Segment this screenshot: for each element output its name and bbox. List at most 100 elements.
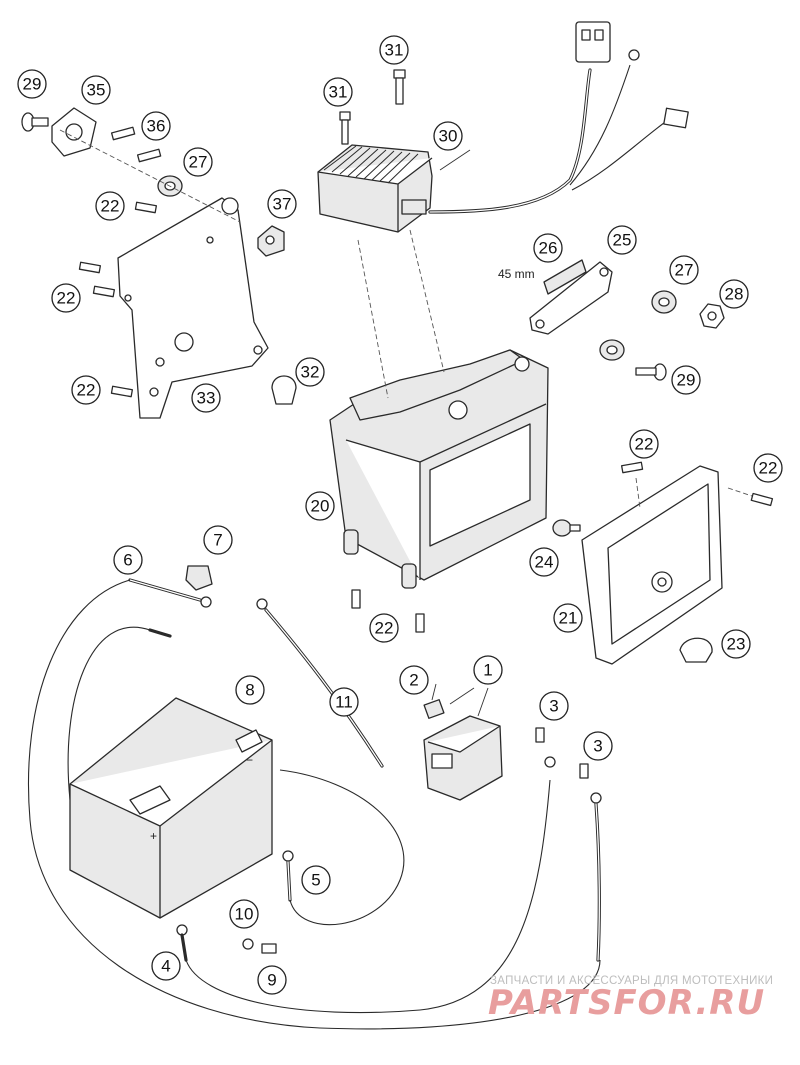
callout-31b[interactable]: 31 <box>379 35 409 65</box>
svg-text:10: 10 <box>235 905 254 924</box>
svg-text:29: 29 <box>677 371 696 390</box>
callout-25[interactable]: 25 <box>607 225 637 255</box>
bolt-31-right <box>393 69 406 105</box>
bolt-36 <box>110 126 162 163</box>
svg-text:4: 4 <box>161 957 170 976</box>
screw-22-a <box>134 201 158 214</box>
callout-24[interactable]: 24 <box>529 547 559 577</box>
callout-20[interactable]: 20 <box>305 491 335 521</box>
svg-text:11: 11 <box>335 693 353 712</box>
svg-text:9: 9 <box>267 971 276 990</box>
screw-22-h <box>415 613 425 633</box>
clip-32 <box>271 375 297 405</box>
svg-text:20: 20 <box>311 497 330 516</box>
callout-22a[interactable]: 22 <box>95 191 125 221</box>
svg-text:33: 33 <box>197 389 216 408</box>
callout-7[interactable]: 7 <box>203 525 233 555</box>
nut-28 <box>699 303 725 329</box>
callout-31a[interactable]: 31 <box>323 77 353 107</box>
callout-9[interactable]: 9 <box>257 965 287 995</box>
callout-21[interactable]: 21 <box>553 603 583 633</box>
svg-text:3: 3 <box>593 737 602 756</box>
callout-26[interactable]: 26 <box>533 233 563 263</box>
svg-text:25: 25 <box>613 231 632 250</box>
svg-text:22: 22 <box>635 435 654 454</box>
callout-27a[interactable]: 27 <box>183 147 213 177</box>
grommet-27-right <box>651 290 677 314</box>
screw-22-f <box>750 492 774 507</box>
battery-minus-mark: − <box>246 753 253 767</box>
bracket-25 <box>529 261 613 335</box>
callout-32[interactable]: 32 <box>295 357 325 387</box>
svg-text:8: 8 <box>245 681 254 700</box>
callout-3a[interactable]: 3 <box>539 691 569 721</box>
callout-5[interactable]: 5 <box>301 865 331 895</box>
callout-23[interactable]: 23 <box>721 629 751 659</box>
callout-27b[interactable]: 27 <box>669 255 699 285</box>
svg-text:6: 6 <box>123 551 132 570</box>
cable-4 <box>67 626 556 1014</box>
callout-37[interactable]: 37 <box>267 189 297 219</box>
callout-2[interactable]: 2 <box>399 665 429 695</box>
regulator-rectifier <box>317 21 689 233</box>
callout-22e[interactable]: 22 <box>629 429 659 459</box>
svg-text:22: 22 <box>759 459 778 478</box>
clip-37 <box>257 225 285 257</box>
callout-33[interactable]: 33 <box>191 383 221 413</box>
svg-text:22: 22 <box>77 381 96 400</box>
bracket-35 <box>51 107 97 157</box>
callout-11[interactable]: 11 <box>329 687 359 717</box>
callout-6[interactable]: 6 <box>113 545 143 575</box>
callout-4[interactable]: 4 <box>151 951 181 981</box>
svg-text:1: 1 <box>483 661 492 680</box>
rubber-pad-24 <box>552 519 581 537</box>
watermark-logo: PARTSFOR.RU <box>488 983 765 1023</box>
svg-text:21: 21 <box>559 609 578 628</box>
watermark-tagline: ЗАПЧАСТИ И АКСЕССУАРЫ ДЛЯ МОТОТЕХНИКИ <box>490 975 773 987</box>
battery: + − <box>69 697 273 919</box>
svg-text:35: 35 <box>87 81 106 100</box>
callout-22f[interactable]: 22 <box>753 453 783 483</box>
clip-23 <box>679 637 713 663</box>
bolt-29-right <box>635 363 667 381</box>
screw-22-d <box>110 385 134 398</box>
screw-22-b <box>78 261 102 274</box>
svg-text:7: 7 <box>213 531 222 550</box>
starter-relay <box>423 715 503 801</box>
battery-box <box>329 229 549 589</box>
bolt-9 <box>261 943 277 954</box>
leader-lines <box>59 129 489 717</box>
callout-22c[interactable]: 22 <box>71 375 101 405</box>
svg-text:32: 32 <box>301 363 320 382</box>
callout-29a[interactable]: 29 <box>17 69 47 99</box>
callout-36[interactable]: 36 <box>141 111 171 141</box>
callout-35[interactable]: 35 <box>81 75 111 105</box>
svg-text:26: 26 <box>539 239 558 258</box>
svg-text:31: 31 <box>385 41 404 60</box>
svg-text:3: 3 <box>549 697 558 716</box>
battery-plus-mark: + <box>150 829 157 843</box>
callout-29b[interactable]: 29 <box>671 365 701 395</box>
cap-7 <box>185 565 213 591</box>
callout-3b[interactable]: 3 <box>583 731 613 761</box>
svg-text:22: 22 <box>101 197 120 216</box>
callout-10[interactable]: 10 <box>229 899 259 929</box>
callout-28[interactable]: 28 <box>719 279 749 309</box>
dimension-note: 45 mm <box>498 267 535 281</box>
svg-text:22: 22 <box>375 619 394 638</box>
bolt-3-a <box>535 727 545 743</box>
svg-text:22: 22 <box>57 289 76 308</box>
svg-text:27: 27 <box>189 153 208 172</box>
svg-text:31: 31 <box>329 83 348 102</box>
callout-8[interactable]: 8 <box>235 675 265 705</box>
callout-1[interactable]: 1 <box>473 655 503 685</box>
svg-text:30: 30 <box>439 127 458 146</box>
svg-text:36: 36 <box>147 117 166 136</box>
callout-22d[interactable]: 22 <box>369 613 399 643</box>
bolt-31-left <box>339 111 351 145</box>
svg-text:24: 24 <box>535 553 554 572</box>
cable-6 <box>27 578 601 1030</box>
callout-30[interactable]: 30 <box>433 121 463 151</box>
callout-22b[interactable]: 22 <box>51 283 81 313</box>
